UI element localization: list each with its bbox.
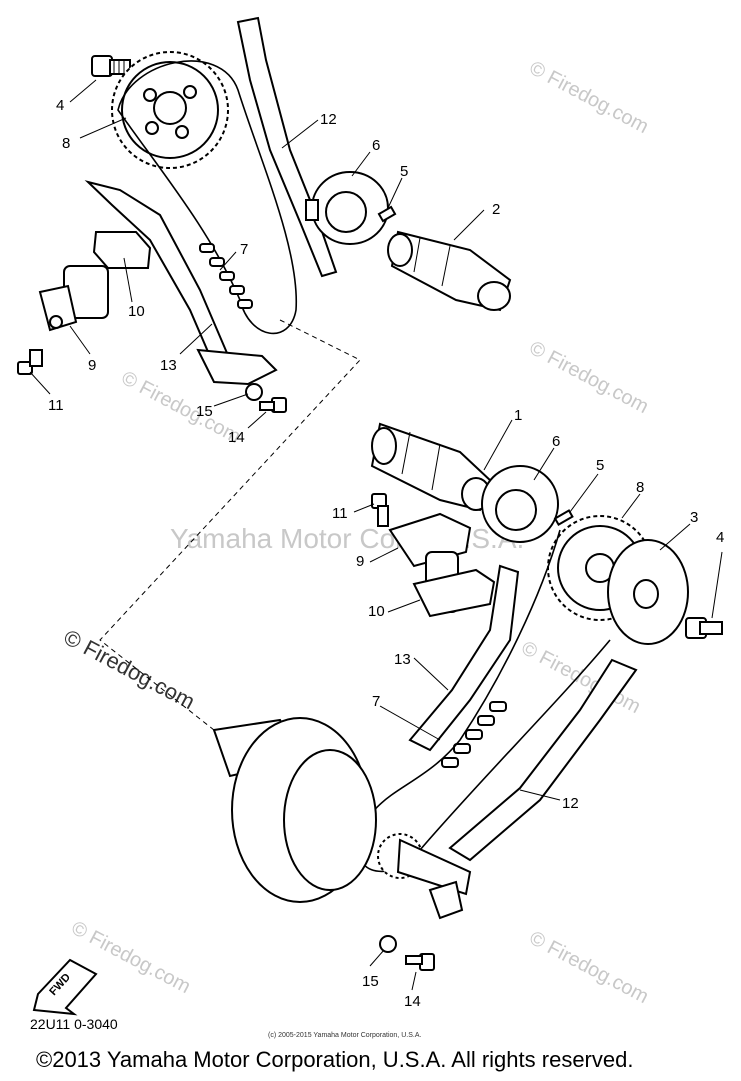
callout-4: 4 [716, 529, 724, 546]
gasket-10-upper [92, 231, 152, 269]
camshaft-2-upper [387, 230, 512, 312]
callout-7: 7 [372, 693, 380, 710]
tensioner-arm-upper [196, 348, 278, 386]
callout-5: 5 [596, 457, 604, 474]
callout-15: 15 [362, 973, 379, 990]
dowel-pin-5-upper [377, 205, 397, 223]
callout-10: 10 [368, 603, 385, 620]
footer-copyright: ©2013 Yamaha Motor Corporation, U.S.A. A… [36, 1047, 634, 1072]
watermark-firedog: © Firedog.com [60, 624, 199, 714]
tensioner-guide-13-upper [84, 180, 232, 370]
callout-4: 4 [56, 97, 64, 114]
cam-sprocket-upper [111, 51, 229, 169]
fwd-arrow: FWD [32, 958, 98, 1016]
bolt-11-lower [371, 493, 389, 527]
callout-1: 1 [514, 407, 522, 424]
callout-11: 11 [48, 397, 64, 414]
callout-5: 5 [400, 163, 408, 180]
cam-chain-upper [117, 60, 298, 335]
callout-11: 11 [332, 505, 348, 522]
callout-6: 6 [372, 137, 380, 154]
dowel-pin-5-lower [553, 509, 574, 526]
chain-guide-12-lower [448, 658, 638, 862]
callout-15: 15 [196, 403, 213, 420]
callout-12: 12 [562, 795, 579, 812]
crankshaft-lower [212, 717, 472, 920]
watermark-center: Yamaha Motor Corp., U.S.A. [170, 523, 524, 554]
callouts-lower: 1 6 5 8 3 4 11 9 10 13 7 12 15 14 [332, 407, 724, 1010]
bolt-14-upper [259, 397, 287, 413]
washer-15-lower [379, 935, 397, 953]
lower-assembly: FWD [32, 419, 723, 1016]
washer-15-upper [245, 383, 263, 401]
leader-lines-lower [353, 419, 723, 991]
diagram-code: 22U11 0-3040 [30, 1016, 118, 1032]
upper-assembly [17, 16, 512, 429]
callout-8: 8 [636, 479, 644, 496]
sprocket-plate-6-upper [305, 171, 389, 245]
tensioner-guide-13-lower [408, 564, 520, 752]
callout-9: 9 [88, 357, 96, 374]
callout-14: 14 [228, 429, 245, 446]
callouts-upper: 4 8 12 6 5 2 7 10 9 13 11 15 14 [48, 97, 500, 446]
bolt-14-lower [405, 953, 435, 971]
plate-3-lower [607, 539, 689, 645]
callout-10: 10 [128, 303, 145, 320]
sprocket-plate-6-lower [481, 465, 559, 543]
callout-2: 2 [492, 201, 500, 218]
watermark-firedog: © Firedog.com [526, 927, 652, 1008]
callout-12: 12 [320, 111, 337, 128]
bolt-11-upper [17, 349, 43, 375]
camshaft-1-lower [370, 422, 494, 512]
bolt-4-upper [91, 55, 131, 77]
callout-3: 3 [690, 509, 698, 526]
callout-13: 13 [160, 357, 177, 374]
gasket-10-lower [412, 568, 496, 618]
leader-lines-upper [29, 79, 485, 429]
bolt-4-lower [685, 617, 723, 639]
watermark-firedog: © Firedog.com [526, 337, 652, 418]
alignment-dashed-line [99, 319, 361, 731]
chain-links-7-upper [199, 243, 253, 309]
callout-9: 9 [356, 553, 364, 570]
watermark-firedog: © Firedog.com [526, 57, 652, 138]
callout-8: 8 [62, 135, 70, 152]
tensioner-9-upper [38, 265, 109, 332]
callout-13: 13 [394, 651, 411, 668]
callout-6: 6 [552, 433, 560, 450]
callout-14: 14 [404, 993, 421, 1010]
callout-7: 7 [240, 241, 248, 258]
small-copyright-notice: (c) 2005-2015 Yamaha Motor Corporation, … [268, 1032, 422, 1039]
